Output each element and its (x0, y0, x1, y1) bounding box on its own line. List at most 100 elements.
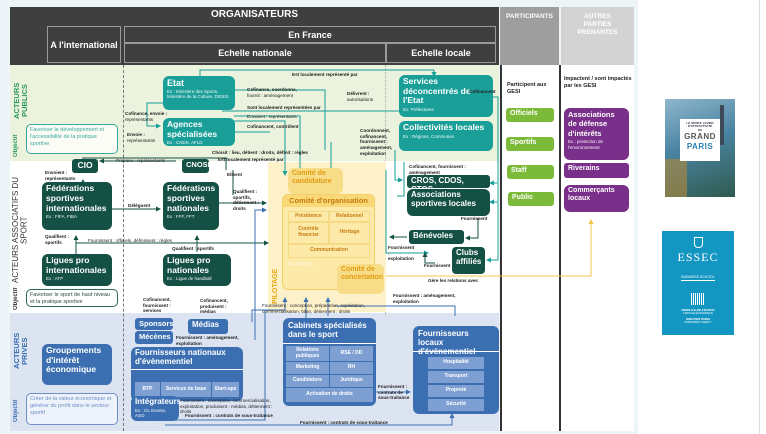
entity-groupements[interactable]: Groupements d'intérêt économique (42, 344, 112, 385)
autres-assoc-title: Associations de défense d'intérêts (568, 110, 615, 138)
rel-cofinance-envoie: Cofinance, envoie : (125, 111, 168, 116)
entity-ligues-nat[interactable]: Ligues pro nationales Ex : Ligue de hand… (163, 254, 231, 286)
trees-image (665, 159, 687, 197)
entity-collectivites[interactable]: Collectivités locales Ex : Régions, Comm… (399, 121, 493, 151)
cell-presidence: Présidence (288, 211, 329, 222)
entity-mecenes[interactable]: Mécènes (135, 331, 173, 344)
entity-agences[interactable]: Agences spécialisées Ex : CNDS, AFLD (163, 118, 235, 146)
header-a-international: A l'international (47, 26, 121, 63)
entity-fournisseurs-nationaux[interactable]: Fournisseurs nationaux d'évènementiel BT… (131, 347, 243, 401)
rel-envoie: Envoie : (127, 132, 145, 137)
essec-pe4: INVESTMENT AGENCY (684, 321, 712, 324)
rel-choisit: Choisit : lieu, détient : droits, défini… (212, 150, 308, 155)
entity-ligues-nat-ex: Ex : Ligue de handball (167, 276, 212, 282)
cell-communication: Communication (288, 244, 370, 258)
rel-fournissent-clubs: Fournissent (424, 263, 451, 268)
rel-representants-1: représentants (125, 117, 154, 122)
participant-staff[interactable]: Staff (507, 165, 554, 179)
commercants-label: Commerçants locaux (568, 187, 615, 202)
rel-coordonnent: Coordonnent, cofinancent, fournissent : … (360, 128, 393, 156)
cell-services-base: Services de base (161, 382, 211, 397)
entity-ligues-int-title: Ligues pro internationales (46, 255, 107, 275)
entity-federations-nat[interactable]: Fédérations sportives nationales Ex : FF… (163, 182, 219, 230)
objective-prives: Créer de la valeur économique et générer… (26, 393, 118, 425)
cabinets-title: Cabinets spécialisés dans le sport (283, 318, 376, 344)
rel-cofinancent-controlent: Cofinancent, contrôlent (247, 124, 299, 129)
entity-etat-title: Etat (167, 78, 185, 88)
cell-relationnel: Relationnel (329, 211, 370, 222)
grand-paris-line1: LE SPORT, LEVIER D'ATTRACTIVITÉ (686, 121, 714, 129)
cell-activation-droits: Activation de droits (286, 388, 373, 402)
participant-public[interactable]: Public (508, 192, 554, 206)
row-label-objectif-prives: Objectif (13, 399, 19, 423)
groupements-title: Groupements d'intérêt économique (46, 345, 102, 375)
entity-associations-locales[interactable]: Associations sportives locales (407, 189, 490, 216)
autres-commercants[interactable]: Commerçants locaux (564, 185, 629, 212)
separator-international (123, 65, 124, 431)
participant-officiels[interactable]: Officiels (506, 108, 554, 122)
entity-benevoles[interactable]: Bénévoles (409, 230, 464, 244)
medias-title: Médias (192, 320, 220, 329)
grand-paris-line3: GRAND (684, 132, 716, 142)
entity-etat-ex: Ex : Ministère des Sports, Ministère de … (167, 89, 229, 100)
entity-services-deconcentres[interactable]: Services déconcentrés de l'Etat Ex: Préf… (399, 75, 493, 117)
participant-sportifs[interactable]: Sportifs (506, 137, 554, 151)
entity-cabinets[interactable]: Cabinets spécialisés dans le sport Relat… (283, 318, 376, 406)
participants-intro: Participent aux GESI (507, 82, 547, 96)
row-label-acteurs-prives: ACTEURS PRIVES (12, 332, 29, 370)
rel-cofinance-coord: Cofinance, coordonne, (247, 87, 297, 92)
entity-integrateurs[interactable]: Intégrateurs Ex : GL Events, ASO (131, 396, 181, 421)
autres-riverains[interactable]: Riverains (564, 163, 629, 178)
cell-proprete: Propreté (428, 385, 484, 397)
rel-sont-loc-repr: Sont localement représentées par (247, 105, 321, 110)
entity-services-title: Services déconcentrés de l'Etat (403, 76, 471, 106)
autres-associations[interactable]: Associations de défense d'intérêts Ex : … (564, 108, 629, 160)
header-echelle-nationale: Echelle nationale (124, 43, 386, 63)
rel-cofinancent-fournissent: Cofinancent, fournissent : aménagement (409, 164, 466, 175)
cell-candidature: Candidature (286, 375, 329, 387)
rel-representants-2: représentants (127, 138, 156, 143)
cell-btp: BTP (135, 382, 160, 397)
entity-benevoles-title: Bénévoles (413, 231, 454, 240)
entity-cnosf[interactable]: CNOSF (182, 159, 212, 173)
entity-fournisseurs-locaux[interactable]: Fournisseurs locaux d'évènementiel Hospi… (413, 326, 499, 414)
essec-logo: ESSEC BUSINESS SCHOOL PARIS ILE-DE-FRANC… (662, 231, 734, 335)
cell-startups: Start-ups (212, 382, 239, 397)
objective-associatifs: Favoriser le sport de haut niveau et la … (26, 289, 118, 307)
rel-est-loc-repr2: Est localement représenté par (218, 157, 284, 162)
rel-propose: Propose : représentants (116, 158, 166, 163)
rel-fournissent-exploit: Fournissent : exploitation (388, 245, 415, 262)
autres-assoc-ex: Ex : protection de l'environnement (568, 139, 604, 150)
comite-concertation-title: Comité de concertation (341, 266, 384, 281)
entity-comite-concertation[interactable]: Comité de concertation (337, 264, 384, 294)
entity-agences-title: Agences spécialisées (167, 119, 218, 139)
rel-deleguent: Délèguent (128, 203, 151, 208)
essec-pe2: CAPITALE ÉCONOMIQUE (683, 312, 713, 315)
cell-relations-publiques: Relations publiques (286, 346, 329, 361)
riverains-label: Riverains (568, 165, 600, 172)
header-echelle-locale: Echelle locale (386, 43, 496, 63)
header-en-france: En France (124, 26, 496, 43)
entity-medias[interactable]: Médias (188, 319, 228, 334)
entity-cros[interactable]: CROS, CDOS, CTOS (407, 175, 490, 194)
row-label-acteurs-associatifs: ACTEURS ASSOCIATIFS DU SPORT (11, 176, 29, 284)
entity-cio[interactable]: CIO (72, 159, 98, 173)
entity-sponsors[interactable]: Sponsors (135, 318, 174, 330)
entity-etat[interactable]: Etat Ex : Ministère des Sports, Ministèr… (163, 76, 235, 110)
entity-comite-candidature[interactable]: Comité de candidature (288, 168, 343, 194)
rel-fournit-amen: fournit : aménagement (247, 93, 293, 98)
paris-iledefrance-icon (691, 293, 705, 305)
entity-assoc-locales-title: Associations sportives locales (411, 190, 476, 208)
rel-delivrent: Délivrent : (347, 91, 370, 96)
entity-ligues-int[interactable]: Ligues pro internationales Ex : ATP (42, 254, 112, 286)
rel-envoient-cio: Envoient : représentants (45, 170, 76, 181)
cell-juridique: Juridique (330, 375, 373, 387)
grand-paris-logo: LE SPORT, LEVIER D'ATTRACTIVITÉ DU GRAND… (665, 99, 735, 197)
cell-heritage: Héritage (329, 222, 370, 244)
rel-fournissent-integr: Fournissent : conception, commercialisat… (180, 398, 273, 415)
entity-services-ex: Ex: Préfectures (403, 106, 434, 112)
entity-ligues-nat-title: Ligues pro nationales (167, 255, 211, 275)
eiffel-tower-icon (720, 105, 724, 145)
entity-federations-int[interactable]: Fédérations sportives internationales Ex… (42, 182, 112, 230)
entity-clubs[interactable]: Clubs affiliés (452, 247, 485, 274)
